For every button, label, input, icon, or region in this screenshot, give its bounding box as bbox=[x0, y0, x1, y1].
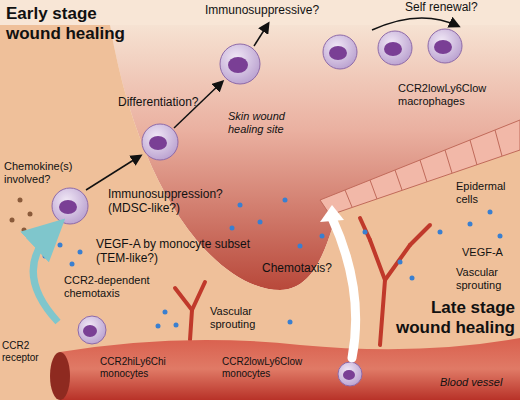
chemotaxis-white-arrow bbox=[332, 218, 356, 358]
annotation-label: Early stage wound healing bbox=[6, 4, 136, 43]
vessel-end bbox=[50, 352, 70, 400]
annotation-label: Immunosuppression? (MDSC-like?) bbox=[108, 188, 223, 216]
annotation-label: Self renewal? bbox=[405, 1, 478, 15]
annotation-label: Immunosuppressive? bbox=[205, 4, 319, 18]
blood-vessel bbox=[60, 338, 520, 400]
white-arrowhead bbox=[320, 205, 344, 222]
annotation-label: Blood vessel bbox=[440, 376, 502, 389]
annotation-label: CCR2lowLy6Clow macrophages bbox=[398, 82, 516, 107]
annotation-label: CCR2lowLy6Clow monocytes bbox=[222, 356, 322, 379]
epidermis bbox=[320, 120, 520, 215]
annotation-label: VEGF-A by monocyte subset (TEM-like?) bbox=[96, 238, 271, 266]
annotation-label: Skin wound healing site bbox=[228, 110, 308, 135]
chemokine-dots bbox=[10, 198, 43, 243]
annotation-label: Differentiation? bbox=[118, 96, 199, 110]
dermis bbox=[0, 25, 520, 400]
chemotaxis-arrow bbox=[33, 228, 58, 322]
annotation-label: CCR2hiLy6Chi monocytes bbox=[100, 356, 190, 379]
annotation-label: CCR2 receptor bbox=[2, 340, 54, 363]
annotation-label: Chemokine(s) involved? bbox=[4, 160, 84, 185]
annotation-label: Late stage wound healing bbox=[395, 298, 515, 337]
annotation-label: Vascular sprouting bbox=[210, 305, 280, 330]
annotation-label: VEGF-A bbox=[462, 246, 503, 259]
epidermal-cells bbox=[345, 130, 502, 207]
annotation-label: Chemotaxis? bbox=[262, 262, 332, 276]
annotation-label: Epidermal cells bbox=[456, 180, 516, 205]
annotation-label: Vascular sprouting bbox=[456, 266, 516, 291]
annotation-label: CCR2-dependent chemotaxis bbox=[64, 274, 154, 299]
